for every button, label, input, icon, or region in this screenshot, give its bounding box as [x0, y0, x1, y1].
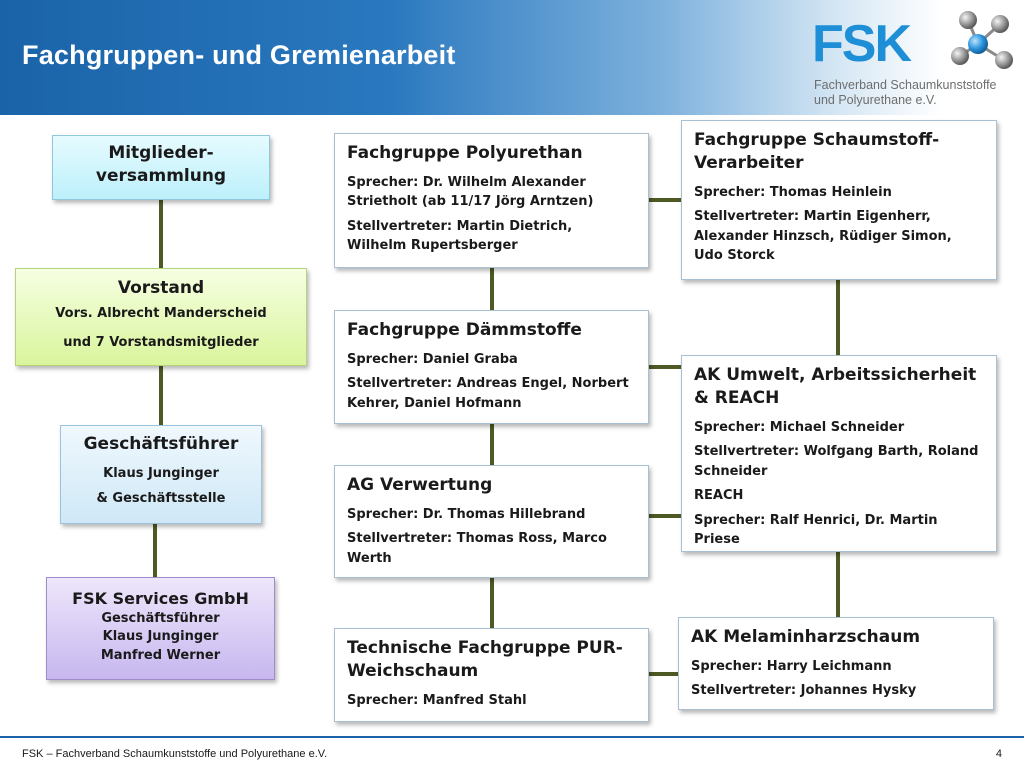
umwelt-stellvertreter: Stellvertreter: Wolfgang Barth, Roland S…	[694, 444, 979, 479]
box-geschaeftsfuehrer: Geschäftsführer Klaus Junginger & Geschä…	[60, 425, 262, 524]
verwertung-title: AG Verwertung	[347, 475, 493, 495]
weichschaum-title: Technische Fachgruppe PUR-Weichschaum	[347, 638, 623, 681]
page-title: Fachgruppen- und Gremienarbeit	[22, 40, 456, 70]
weichschaum-sprecher: Sprecher: Manfred Stahl	[347, 692, 527, 708]
footer-text: FSK – Fachverband Schaumkunststoffe und …	[22, 748, 328, 760]
box-ag-verwertung: AG Verwertung Sprecher: Dr. Thomas Hille…	[334, 465, 649, 578]
services-title: FSK Services GmbH	[72, 589, 249, 608]
verwertung-stellvertreter: Stellvertreter: Thomas Ross, Marco Werth	[347, 531, 607, 566]
vorstand-title: Vorstand	[117, 278, 205, 298]
logo-subtitle-line2: und Polyurethane e.V.	[814, 93, 937, 107]
gf-office: & Geschäftsstelle	[96, 491, 226, 507]
schaumstoff-sprecher: Sprecher: Thomas Heinlein	[694, 184, 892, 200]
umwelt-sprecher: Sprecher: Michael Schneider	[694, 419, 905, 435]
services-line1: Geschäftsführer	[101, 610, 220, 626]
footer-divider	[0, 736, 1024, 738]
polyurethan-stellvertreter: Stellvertreter: Martin Dietrich, Wilhelm…	[347, 218, 573, 254]
box-fachgruppe-weichschaum: Technische Fachgruppe PUR-Weichschaum Sp…	[334, 628, 649, 722]
mitglieder-title-2: versammlung	[95, 165, 227, 186]
melamin-title: AK Melaminharzschaum	[691, 627, 921, 647]
box-fsk-services: FSK Services GmbH Geschäftsführer Klaus …	[46, 577, 275, 680]
schaumstoff-stellvertreter: Stellvertreter: Martin Eigenherr, Alexan…	[694, 209, 952, 264]
box-fachgruppe-schaumstoff-verarbeiter: Fachgruppe Schaumstoff-Verarbeiter Sprec…	[681, 120, 997, 280]
services-line2: Klaus Junginger	[102, 629, 219, 645]
mitglieder-title: Mitglieder-	[108, 143, 214, 163]
daemmstoffe-title: Fachgruppe Dämmstoffe	[347, 320, 582, 340]
fsk-logo: FSK Fachverband Schaumkunststoffe u	[812, 8, 1022, 112]
polyurethan-title: Fachgruppe Polyurethan	[347, 143, 583, 163]
melamin-stellvertreter: Stellvertreter: Johannes Hysky	[691, 683, 917, 699]
verwertung-sprecher: Sprecher: Dr. Thomas Hillebrand	[347, 506, 586, 522]
services-line3: Manfred Werner	[100, 648, 221, 664]
gf-title: Geschäftsführer	[83, 434, 239, 454]
box-fachgruppe-polyurethan: Fachgruppe Polyurethan Sprecher: Dr. Wil…	[334, 133, 649, 268]
logo-subtitle-line1: Fachverband Schaumkunststoffe	[814, 78, 997, 92]
daemmstoffe-stellvertreter: Stellvertreter: Andreas Engel, Norbert K…	[347, 376, 629, 411]
logo-wordmark: FSK	[812, 15, 912, 73]
box-ak-melaminharzschaum: AK Melaminharzschaum Sprecher: Harry Lei…	[678, 617, 994, 710]
box-vorstand: Vorstand Vors. Albrecht Manderscheid und…	[15, 268, 307, 366]
page-number: 4	[995, 748, 1002, 760]
melamin-sprecher: Sprecher: Harry Leichmann	[691, 658, 892, 674]
vorstand-members: und 7 Vorstandsmitglieder	[63, 335, 259, 351]
schaumstoff-title: Fachgruppe Schaumstoff-Verarbeiter	[694, 130, 940, 173]
polyurethan-sprecher: Sprecher: Dr. Wilhelm Alexander Strietho…	[347, 174, 594, 210]
gf-name: Klaus Junginger	[103, 465, 219, 481]
box-fachgruppe-daemmstoffe: Fachgruppe Dämmstoffe Sprecher: Daniel G…	[334, 310, 649, 424]
daemmstoffe-sprecher: Sprecher: Daniel Graba	[347, 351, 518, 367]
box-ak-umwelt: AK Umwelt, Arbeitssicherheit & REACH Spr…	[681, 355, 997, 552]
umwelt-reach-sprecher: Sprecher: Ralf Henrici, Dr. Martin Pries…	[694, 512, 938, 548]
header-banner	[0, 0, 1024, 115]
umwelt-title: AK Umwelt, Arbeitssicherheit & REACH	[694, 365, 977, 408]
box-mitgliederversammlung: Mitglieder- versammlung	[52, 135, 270, 200]
vorstand-chair: Vors. Albrecht Manderscheid	[55, 305, 267, 321]
umwelt-reach-label: REACH	[694, 488, 744, 504]
molecule-icon	[951, 11, 1013, 69]
